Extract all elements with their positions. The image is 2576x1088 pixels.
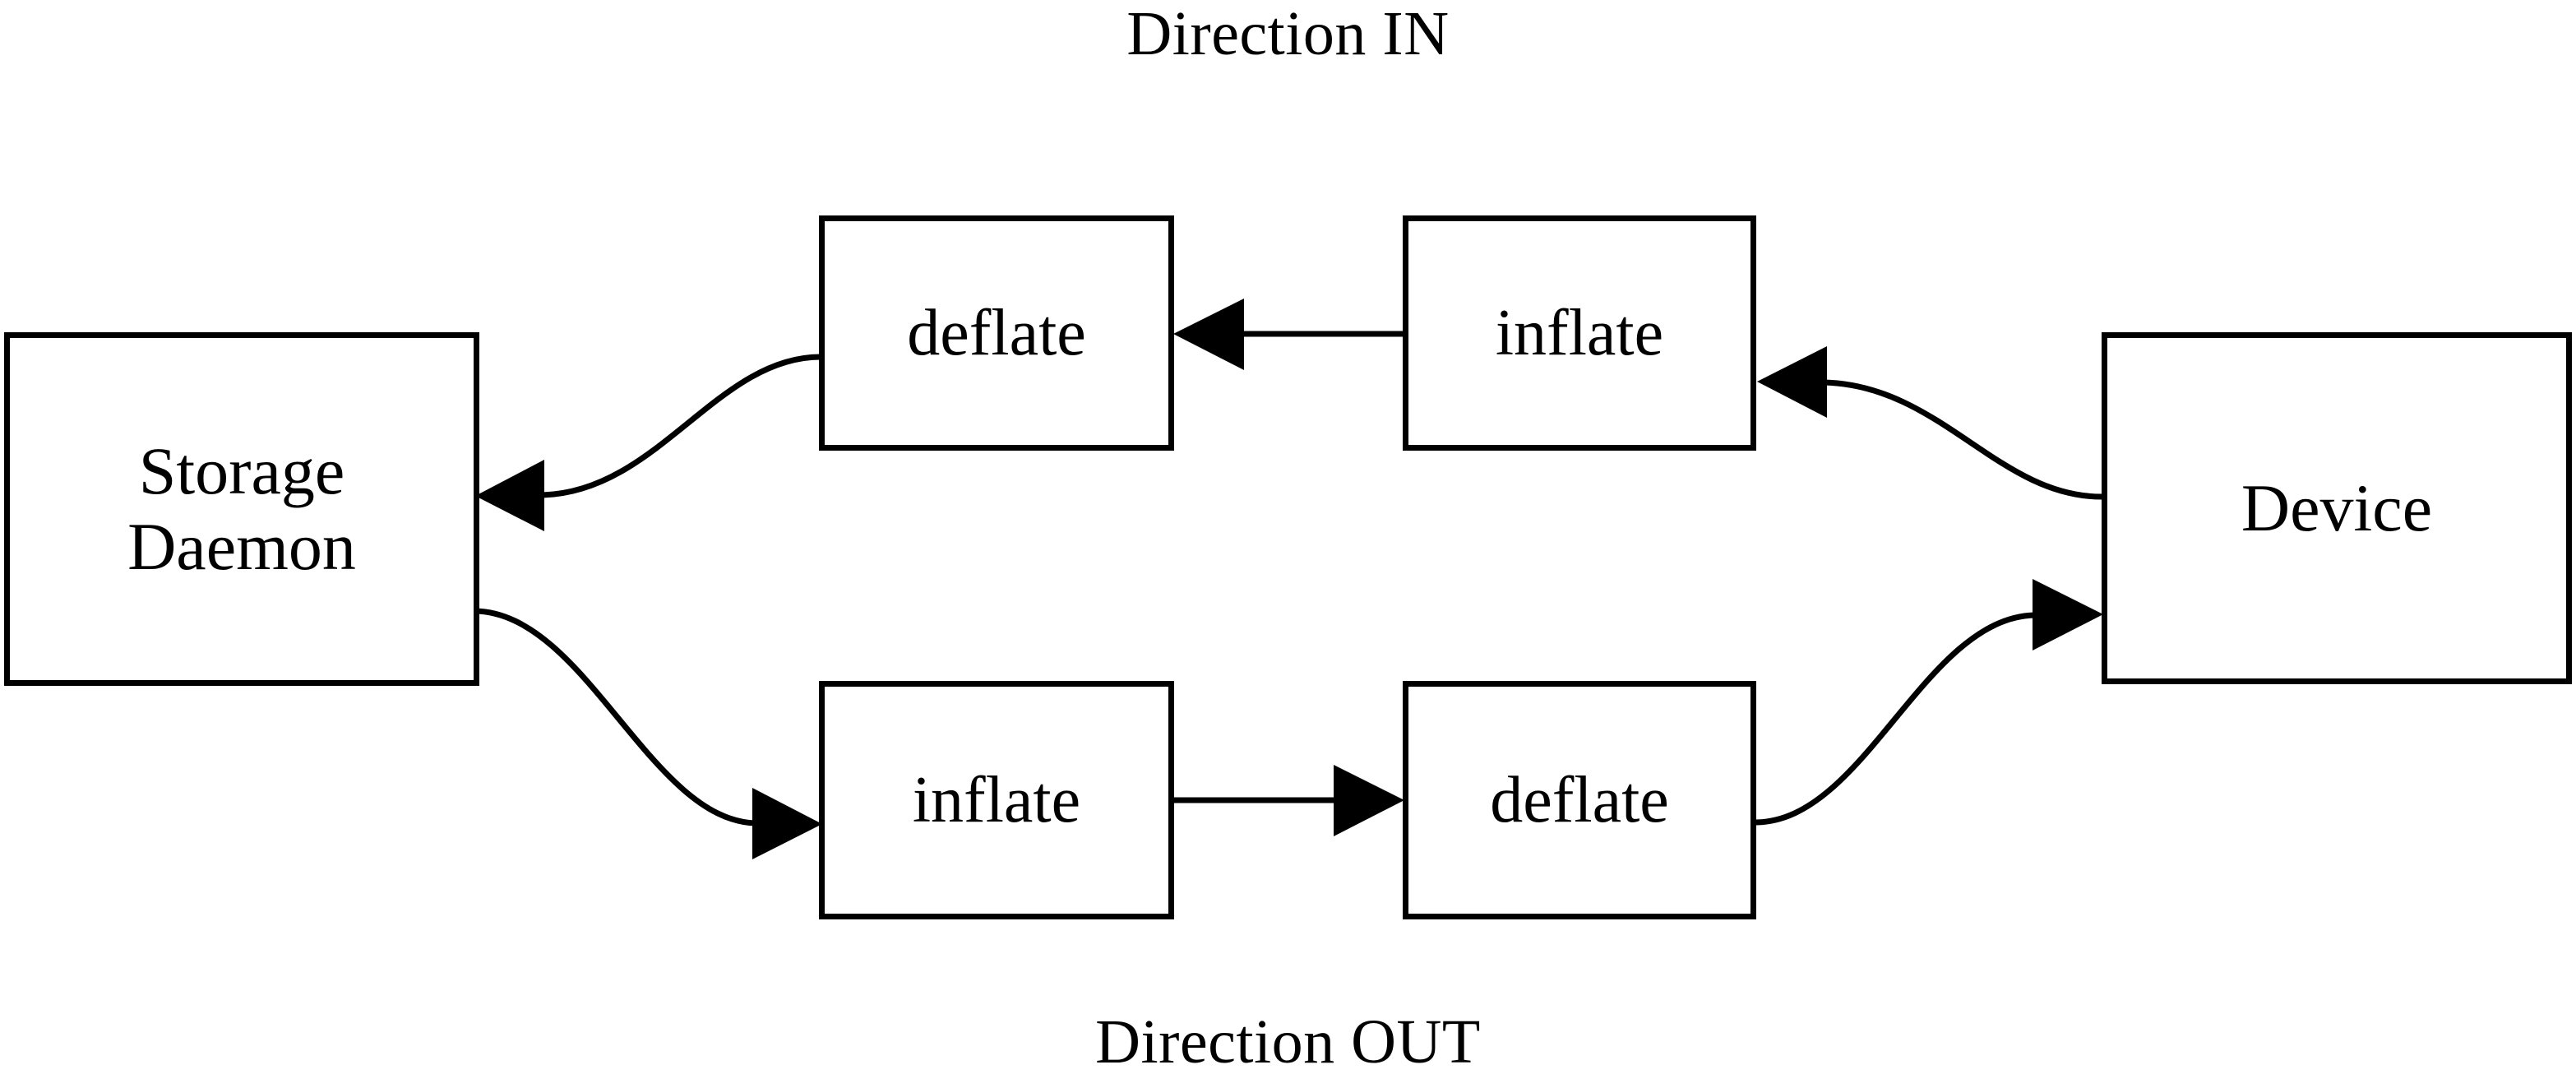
node-deflate-in-label: deflate: [907, 296, 1086, 369]
node-inflate-out-label: inflate: [912, 763, 1081, 836]
node-device[interactable]: Device: [2102, 332, 2572, 684]
arrow-head-right-icon: [1334, 765, 1404, 836]
node-storage-daemon-label-line2: Daemon: [127, 509, 356, 584]
arrow-head-right-icon: [2033, 579, 2103, 650]
node-inflate-in[interactable]: inflate: [1403, 215, 1756, 451]
node-storage-daemon-label-line1: Storage: [138, 433, 345, 509]
edge-storage-daemon-to-inflate-out: [474, 608, 822, 859]
edge-inflate-out-to-deflate-out: [1174, 765, 1404, 836]
arrow-head-right-icon: [752, 788, 822, 859]
node-deflate-out-label: deflate: [1490, 763, 1669, 836]
direction-out-title: Direction OUT: [1095, 1007, 1481, 1076]
arrow-head-left-icon: [475, 460, 544, 531]
node-device-label: Device: [2241, 470, 2433, 545]
node-storage-daemon[interactable]: Storage Daemon: [4, 332, 479, 686]
direction-in-title: Direction IN: [1126, 0, 1450, 68]
node-inflate-out[interactable]: inflate: [819, 681, 1174, 919]
arrow-head-left-icon: [1173, 299, 1244, 370]
edge-deflate-out-to-device: [1755, 579, 2103, 826]
node-deflate-in[interactable]: deflate: [819, 215, 1174, 451]
edge-device-to-inflate-in: [1757, 346, 2102, 500]
node-deflate-out[interactable]: deflate: [1403, 681, 1756, 919]
edge-deflate-in-to-storage-daemon: [475, 354, 821, 531]
arrow-head-left-icon: [1757, 346, 1827, 418]
node-inflate-in-label: inflate: [1495, 296, 1664, 369]
